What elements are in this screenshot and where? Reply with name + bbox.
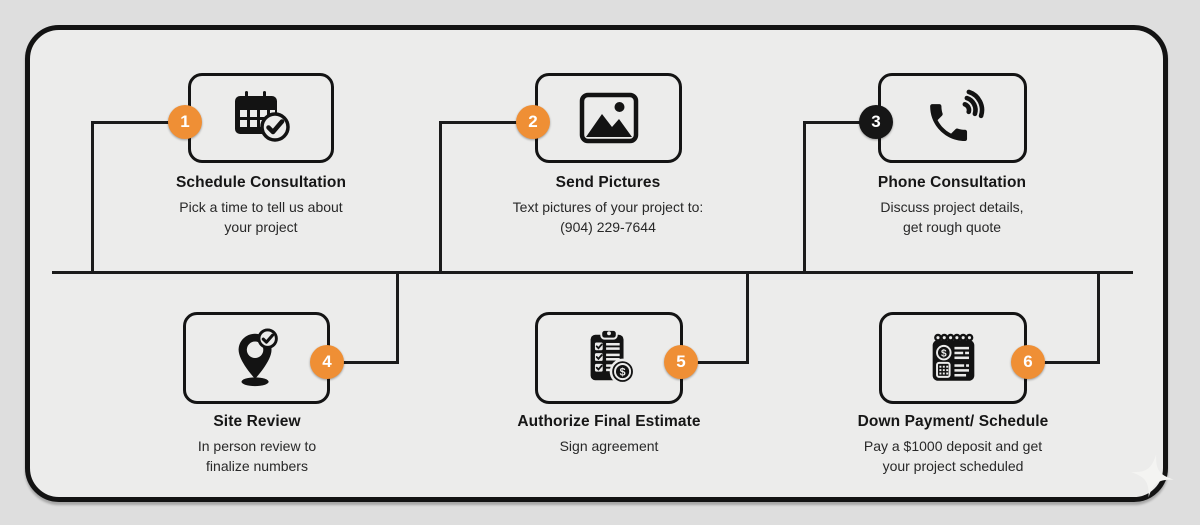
step-title-4: Site Review xyxy=(213,413,301,430)
step-badge-5: 5 xyxy=(664,345,698,379)
step-card-5: $ xyxy=(535,312,683,404)
svg-text:$: $ xyxy=(941,349,947,360)
step-description-6: Pay a $1000 deposit and get your project… xyxy=(863,438,1043,474)
step-description-4: In person review to finalize numbers xyxy=(197,438,317,474)
phone-waves-icon xyxy=(929,89,984,142)
step-description-2: Text pictures of your project to: (904) … xyxy=(512,199,704,235)
flow-line-step4-vertical xyxy=(396,273,399,363)
flow-line-step6-vertical xyxy=(1097,273,1100,363)
step-badge-3: 3 xyxy=(859,105,893,139)
step-title-1: Schedule Consultation xyxy=(175,174,347,191)
flow-line-step1-vertical xyxy=(91,122,94,273)
step-badge-2: 2 xyxy=(516,105,550,139)
step-description-5: Sign agreement xyxy=(559,438,659,454)
flow-line-step4-horizontal xyxy=(327,361,399,364)
step-badge-1: 1 xyxy=(168,105,202,139)
step-card-2 xyxy=(535,73,682,163)
step-description-1: Pick a time to tell us about your projec… xyxy=(179,199,343,235)
flow-line-step5-vertical xyxy=(746,273,749,363)
step-card-4 xyxy=(183,312,330,404)
step-badge-6: 6 xyxy=(1011,345,1045,379)
svg-text:$: $ xyxy=(620,366,626,378)
step-title-5: Authorize Final Estimate xyxy=(517,413,701,430)
step-title-6: Down Payment/ Schedule xyxy=(857,413,1049,430)
step-card-3 xyxy=(878,73,1027,163)
photo-icon xyxy=(579,92,638,144)
clipboard-dollar-icon: $ xyxy=(590,328,636,385)
flow-line-step3-horizontal xyxy=(803,121,876,124)
step-description-3: Discuss project details, get rough quote xyxy=(880,199,1024,235)
sparkle-icon xyxy=(1131,454,1174,498)
flow-line-main xyxy=(52,271,1133,274)
step-badge-4: 4 xyxy=(310,345,344,379)
flow-line-step2-horizontal xyxy=(439,121,533,124)
step-card-1 xyxy=(188,73,334,163)
flow-line-step2-vertical xyxy=(439,122,442,273)
flow-line-step1-horizontal xyxy=(91,121,185,124)
flow-line-step6-horizontal xyxy=(1028,361,1100,364)
payment-ledger-icon: $ xyxy=(932,333,975,381)
location-pin-check-icon xyxy=(238,328,278,387)
step-title-2: Send Pictures xyxy=(555,174,661,191)
step-title-3: Phone Consultation xyxy=(877,174,1027,191)
step-card-6: $ xyxy=(879,312,1027,404)
flow-line-step3-vertical xyxy=(803,122,806,273)
calendar-check-icon xyxy=(235,89,290,142)
flow-line-step5-horizontal xyxy=(681,361,749,364)
